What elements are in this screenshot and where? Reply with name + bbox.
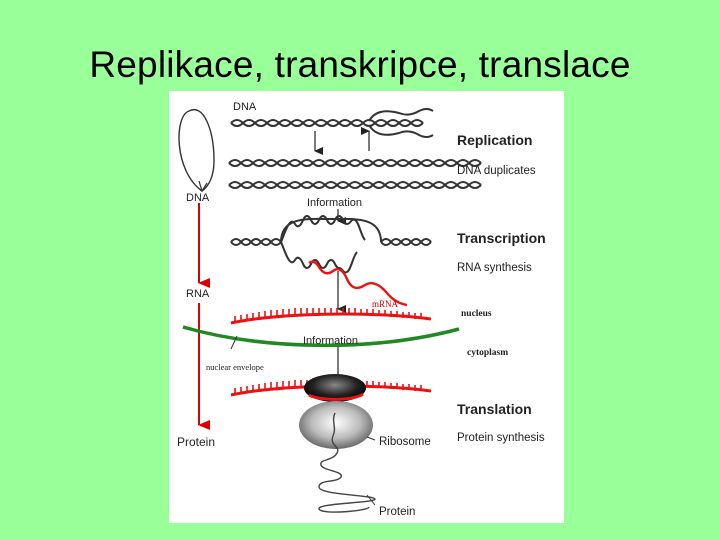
left-dna-label: DNA — [186, 192, 210, 204]
replication-subtitle: DNA duplicates — [457, 165, 536, 177]
nuclear-envelope-label: nuclear envelope — [206, 362, 264, 372]
mrna-strand — [308, 260, 408, 307]
translation-heading: Translation — [457, 401, 532, 417]
dna-helix-top — [230, 108, 434, 138]
nuclear-mrna — [230, 308, 432, 325]
left-flow — [178, 108, 215, 430]
protein-chain-label: Protein — [379, 506, 415, 518]
nucleus-label: nucleus — [461, 309, 492, 319]
diagram-canvas: DNA DNA RNA Protein Replication DNA dupl… — [177, 101, 546, 518]
information-label-1: Information — [307, 197, 362, 209]
nuclear-envelope — [182, 325, 460, 348]
dna-top-label: DNA — [233, 101, 257, 113]
central-dogma-diagram: DNA DNA RNA Protein Replication DNA dupl… — [169, 91, 564, 523]
slide-title: Replikace, transkripce, translace — [89, 44, 631, 85]
cytoplasm-label: cytoplasm — [467, 348, 508, 358]
ribosome-icon — [299, 374, 373, 449]
transcription-subtitle: RNA synthesis — [457, 262, 532, 274]
left-protein-label: Protein — [177, 435, 215, 449]
ribosome-label: Ribosome — [379, 436, 431, 448]
translation-subtitle: Protein synthesis — [457, 432, 545, 444]
transcription-heading: Transcription — [457, 230, 546, 246]
replication-heading: Replication — [457, 132, 532, 148]
mrna-label: mRNA — [372, 299, 399, 309]
left-rna-label: RNA — [186, 288, 210, 300]
replication-loop — [178, 108, 215, 192]
transcription-bubble — [230, 214, 432, 274]
dna-helix-copy-1 — [228, 159, 482, 167]
dna-helix-copy-2 — [228, 181, 482, 189]
information-label-2: Information — [303, 335, 358, 347]
protein-chain — [318, 412, 376, 513]
